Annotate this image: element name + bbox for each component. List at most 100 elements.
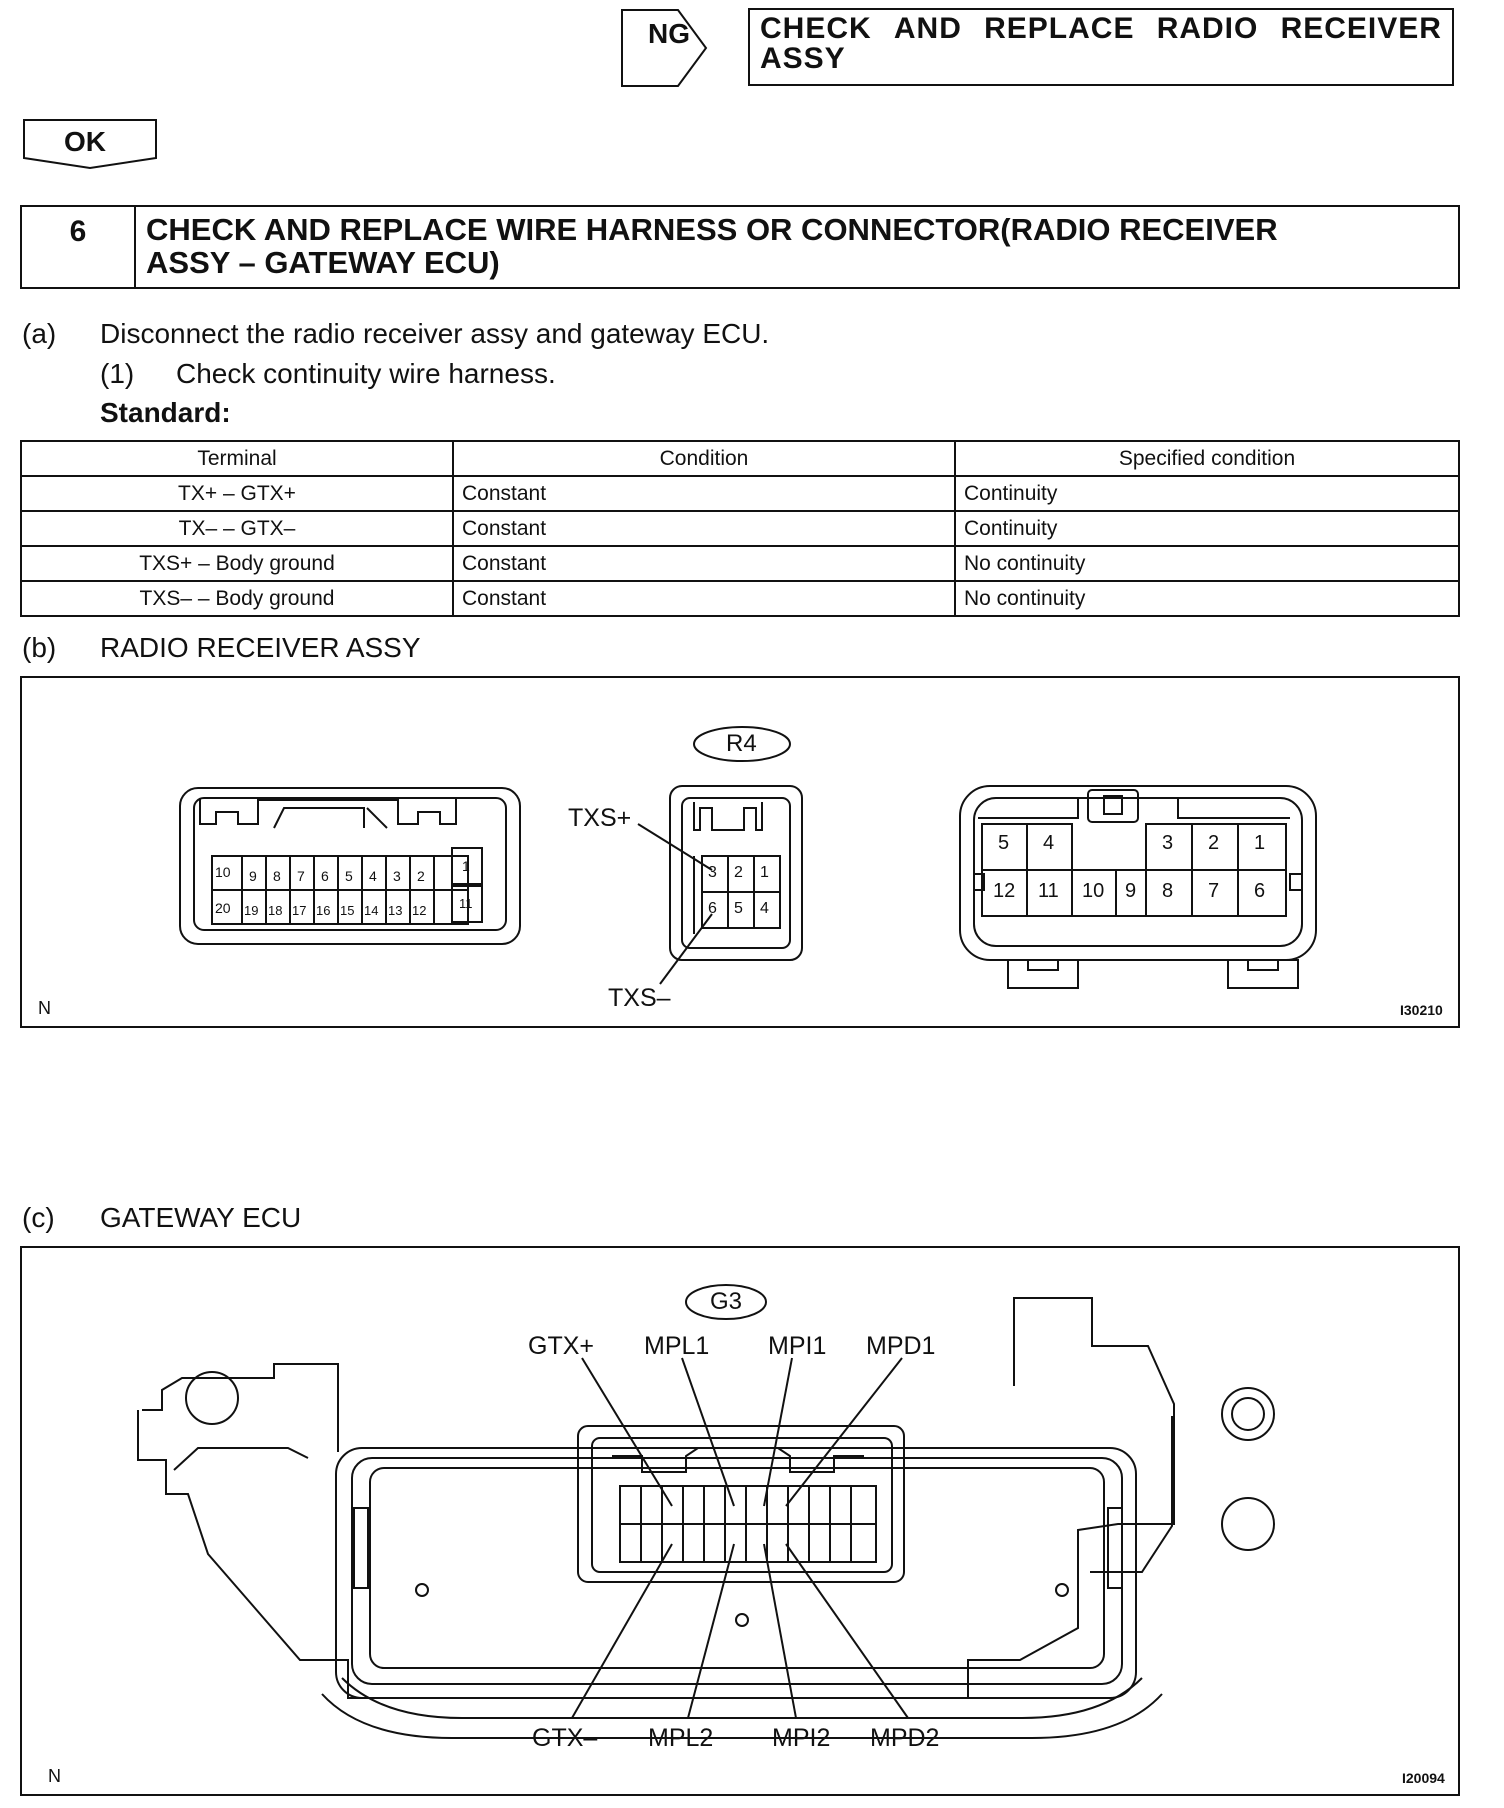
pin-number: 12 xyxy=(412,903,427,918)
pin-number: 14 xyxy=(364,903,379,918)
pin-label-gtx-plus: GTX+ xyxy=(528,1332,594,1360)
ng-action-word: AND xyxy=(893,12,962,45)
pin-number: 19 xyxy=(244,903,259,918)
pin-number: 6 xyxy=(708,900,717,917)
step-title-line2: ASSY – GATEWAY ECU) xyxy=(146,245,500,280)
section-b-marker: (b) xyxy=(22,632,57,663)
ng-action-word: REPLACE xyxy=(984,12,1135,45)
step-title: CHECK AND REPLACE WIRE HARNESS OR CONNEC… xyxy=(136,207,1458,287)
pin-number: 2 xyxy=(1208,832,1220,854)
table-cell: TX– – GTX– xyxy=(20,510,454,547)
pin-number: 8 xyxy=(1162,880,1174,902)
pin-number: 20 xyxy=(215,900,231,916)
ng-label: NG xyxy=(648,18,690,49)
table-row: TX+ – GTX+ Constant Continuity xyxy=(20,475,1460,512)
pin-label-gtx-minus: GTX– xyxy=(532,1724,598,1752)
pin-number: 10 xyxy=(215,864,231,880)
section-c-title: GATEWAY ECU xyxy=(100,1202,302,1233)
pin-number: 1 xyxy=(760,864,769,881)
standard-label: Standard: xyxy=(100,397,231,428)
pin-number: 16 xyxy=(316,903,331,918)
pin-number: 11 xyxy=(1038,880,1059,902)
radio-receiver-diagram: 10 9 8 7 6 5 4 3 2 1 20 19 18 17 16 15 1… xyxy=(20,676,1460,1028)
table-cell: Constant xyxy=(452,510,956,547)
table-header-cell: Specified condition xyxy=(954,440,1460,477)
pin-number: 17 xyxy=(292,903,307,918)
pin-number: 1 xyxy=(1254,832,1266,854)
figure-id: I30210 xyxy=(1400,1002,1443,1018)
ng-action-box: CHECK AND REPLACE RADIO RECEIVER ASSY xyxy=(748,8,1454,86)
pin-number: 5 xyxy=(734,900,743,917)
continuity-table: Terminal Condition Specified condition T… xyxy=(20,440,1460,617)
pin-label-mpd2: MPD2 xyxy=(870,1724,940,1752)
pin-number: 5 xyxy=(998,832,1010,854)
pin-label-mpd1: MPD1 xyxy=(866,1332,936,1360)
pin-label-mpi2: MPI2 xyxy=(772,1724,831,1752)
table-header-row: Terminal Condition Specified condition xyxy=(20,440,1460,477)
ng-action-word: RADIO xyxy=(1156,12,1259,45)
instruction-a-text: Disconnect the radio receiver assy and g… xyxy=(100,318,770,349)
table-cell: Continuity xyxy=(954,475,1460,512)
ng-arrow-shape xyxy=(621,9,708,87)
table-cell: Continuity xyxy=(954,510,1460,547)
pin-number: 10 xyxy=(1082,880,1105,902)
table-row: TXS+ – Body ground Constant No continuit… xyxy=(20,545,1460,582)
corner-note: N xyxy=(48,1766,61,1786)
pin-number: 9 xyxy=(249,868,257,884)
ng-action-word: RECEIVER xyxy=(1280,12,1442,45)
ng-branch: NG xyxy=(620,8,710,88)
pin-number: 6 xyxy=(321,868,329,884)
txs-minus-label: TXS– xyxy=(608,984,671,1012)
pin-number: 1 xyxy=(462,858,470,874)
section-c-marker: (c) xyxy=(22,1202,55,1233)
table-cell: TX+ – GTX+ xyxy=(20,475,454,512)
connector-code-r4: R4 xyxy=(726,730,757,757)
pin-number: 11 xyxy=(459,896,473,911)
table-cell: No continuity xyxy=(954,545,1460,582)
pin-number: 4 xyxy=(369,868,377,884)
instruction-1-text: Check continuity wire harness. xyxy=(176,358,556,389)
table-cell: Constant xyxy=(452,475,956,512)
pin-number: 6 xyxy=(1254,880,1266,902)
instruction-a-marker: (a) xyxy=(22,318,57,349)
corner-note: N xyxy=(38,998,51,1018)
table-cell: Constant xyxy=(452,545,956,582)
pin-number: 4 xyxy=(1043,832,1055,854)
txs-plus-label: TXS+ xyxy=(568,804,632,832)
ng-action-line1: CHECK AND REPLACE RADIO RECEIVER xyxy=(760,14,1442,44)
pin-number: 2 xyxy=(734,864,743,881)
pin-number: 2 xyxy=(417,868,425,884)
instruction-1-marker: (1) xyxy=(100,358,135,389)
table-cell: No continuity xyxy=(954,580,1460,617)
step-title-line1: CHECK AND REPLACE WIRE HARNESS OR CONNEC… xyxy=(146,212,1278,247)
pin-label-mpi1: MPI1 xyxy=(768,1332,827,1360)
pin-number: 3 xyxy=(1162,832,1174,854)
table-cell: Constant xyxy=(452,580,956,617)
pin-number: 5 xyxy=(345,868,353,884)
pin-number: 9 xyxy=(1125,880,1137,902)
pin-number: 15 xyxy=(340,903,355,918)
table-row: TX– – GTX– Constant Continuity xyxy=(20,510,1460,547)
pin-label-mpl2: MPL2 xyxy=(648,1724,714,1752)
table-header-cell: Terminal xyxy=(20,440,454,477)
pin-number: 8 xyxy=(273,868,281,884)
ok-branch: OK xyxy=(22,118,158,170)
table-header-cell: Condition xyxy=(452,440,956,477)
step-number: 6 xyxy=(22,207,136,287)
table-row: TXS– – Body ground Constant No continuit… xyxy=(20,580,1460,617)
pin-number: 18 xyxy=(268,903,283,918)
pin-number: 4 xyxy=(760,900,769,917)
gateway-ecu-drawing xyxy=(137,1284,1275,1739)
ok-label: OK xyxy=(64,126,106,157)
pin-number: 3 xyxy=(393,868,401,884)
gateway-ecu-diagram: G3 GTX+ MPL1 MPI1 MPD1 GTX– MPL2 MPI2 MP… xyxy=(20,1246,1460,1796)
pin-label-mpl1: MPL1 xyxy=(644,1332,710,1360)
ng-action-word: CHECK xyxy=(760,12,872,45)
table-cell: TXS+ – Body ground xyxy=(20,545,454,582)
figure-id: I20094 xyxy=(1402,1770,1445,1786)
step-header: 6 CHECK AND REPLACE WIRE HARNESS OR CONN… xyxy=(20,205,1460,289)
radio-receiver-connectors-drawing xyxy=(179,726,1317,989)
ng-action-line2: ASSY xyxy=(760,42,846,75)
pin-number: 12 xyxy=(993,880,1016,902)
pin-number: 3 xyxy=(708,864,717,881)
